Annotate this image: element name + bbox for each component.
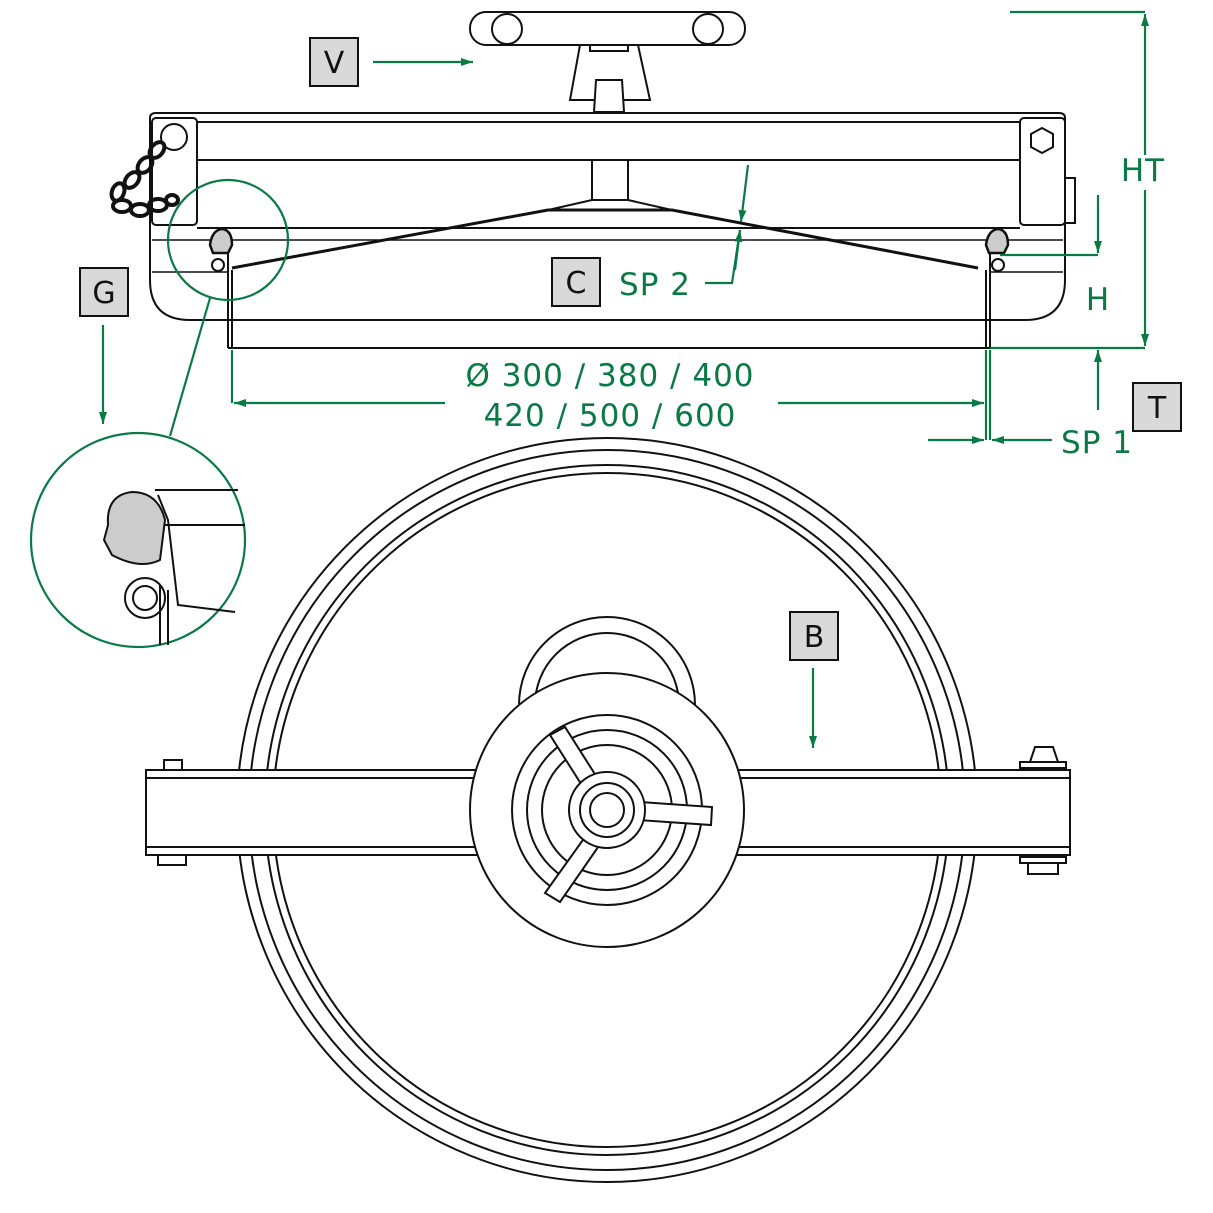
detail-g [29, 178, 290, 649]
label-t: T [1132, 382, 1182, 432]
label-c: C [551, 257, 601, 307]
label-g-text: G [92, 276, 115, 311]
dim-diameter-1: Ø 300 / 380 / 400 [465, 358, 754, 394]
label-t-text: T [1147, 391, 1167, 426]
dim-ht: HT [1121, 153, 1165, 189]
label-v: V [309, 37, 359, 87]
label-v-text: V [324, 46, 345, 81]
label-b-text: B [804, 620, 825, 655]
top-handle [469, 11, 746, 113]
frame [149, 112, 1076, 321]
label-c-text: C [566, 266, 587, 301]
side-view [109, 11, 1076, 349]
top-view [145, 437, 1071, 1183]
chain [109, 140, 180, 218]
dim-diameter-2: 420 / 500 / 600 [484, 398, 737, 434]
label-b: B [789, 611, 839, 661]
dim-h: H [1086, 282, 1110, 318]
lid [208, 159, 1010, 349]
dimensions: HT H SP 2 Ø 300 / 380 / 400 420 / 500 / … [99, 10, 1165, 748]
dim-sp1: SP 1 [1061, 425, 1133, 461]
label-g: G [79, 267, 129, 317]
dim-sp2: SP 2 [619, 267, 691, 303]
